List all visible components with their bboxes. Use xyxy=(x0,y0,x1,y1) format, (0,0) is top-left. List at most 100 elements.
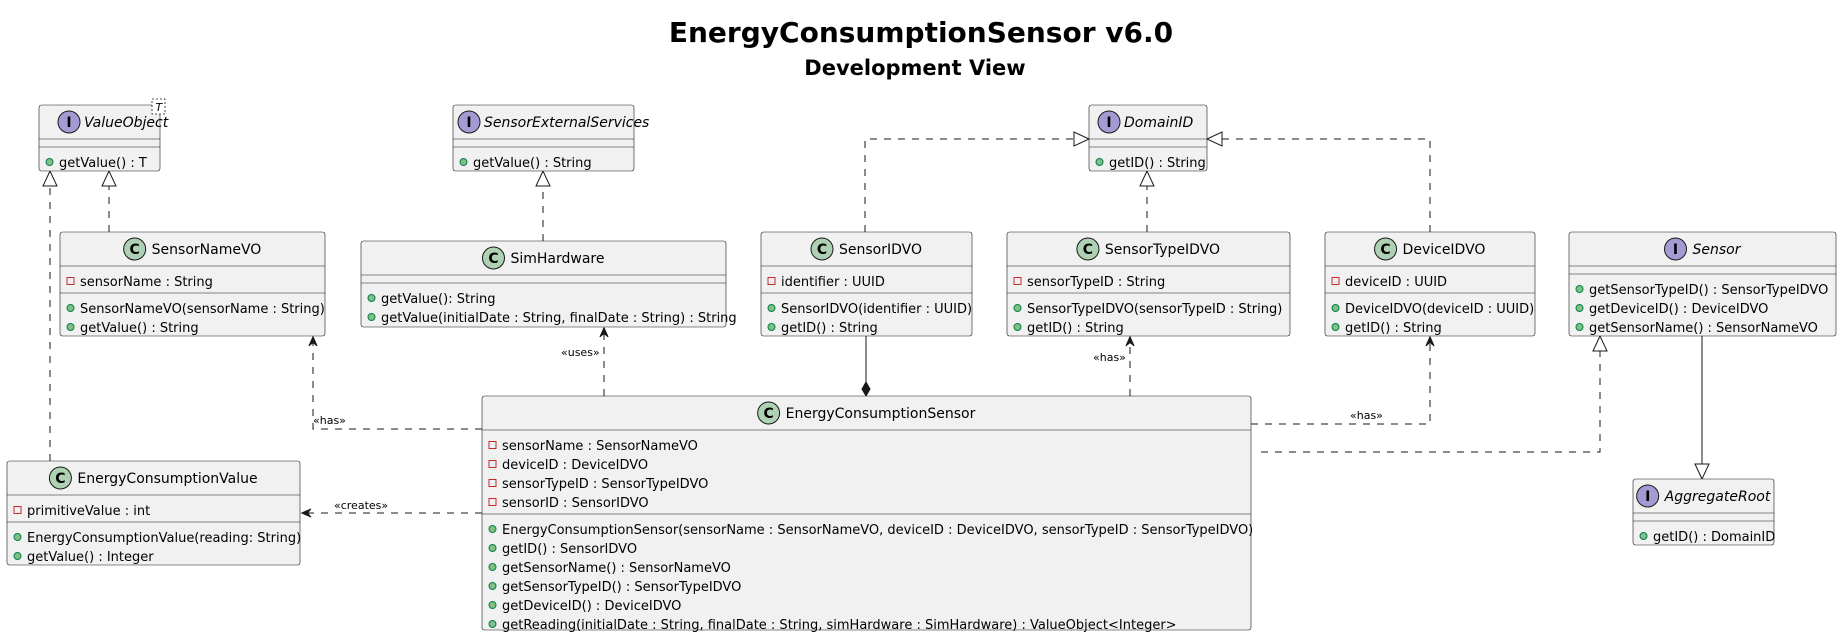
class-badge-icon xyxy=(757,401,781,425)
public-icon xyxy=(488,544,497,552)
badge-letter: C xyxy=(55,471,65,487)
class-member: getValue() : String xyxy=(473,156,592,171)
class-box xyxy=(481,395,1252,631)
public-icon xyxy=(459,158,468,166)
class-name: SimHardware xyxy=(510,251,604,267)
interface-badge-icon xyxy=(457,110,481,134)
dependency-arrowhead xyxy=(599,327,609,338)
class-member: getID() : String xyxy=(1109,156,1206,171)
class-box xyxy=(452,104,635,172)
public-icon xyxy=(1639,532,1648,540)
class-member: identifier : UUID xyxy=(781,275,885,290)
relation-label-has: «has» xyxy=(1093,351,1126,364)
interface-badge-icon xyxy=(57,110,81,134)
private-icon xyxy=(488,441,497,449)
class-member: SensorTypeIDVO(sensorTypeID : String) xyxy=(1027,302,1282,317)
public-icon xyxy=(1095,158,1104,166)
dependency-arrowhead xyxy=(1425,336,1435,347)
dependency-arrowhead xyxy=(301,508,312,518)
public-icon xyxy=(45,158,54,166)
class-member: getDeviceID() : DeviceIDVO xyxy=(502,599,681,614)
realization-arrowhead xyxy=(42,169,58,187)
relation-label-uses: «uses» xyxy=(561,346,600,359)
interface-badge-icon xyxy=(1664,237,1687,261)
class-member: SensorIDVO(identifier : UUID) xyxy=(781,302,972,317)
class-name: SensorIDVO xyxy=(839,242,922,258)
dependency-arrowhead xyxy=(308,336,318,347)
class-member: sensorID : SensorIDVO xyxy=(502,496,649,511)
composition-diamond-icon xyxy=(861,380,871,398)
class-name: DeviceIDVO xyxy=(1403,242,1486,258)
class-member: getSensorTypeID() : SensorTypeIDVO xyxy=(1589,283,1828,298)
diagram-title: EnergyConsumptionSensor v6.0 xyxy=(669,16,1173,49)
public-icon xyxy=(1013,304,1022,312)
class-member: getValue() : T xyxy=(59,156,147,171)
class-name: SensorExternalServices xyxy=(484,115,649,131)
class-member: deviceID : DeviceIDVO xyxy=(502,458,648,473)
public-icon xyxy=(767,323,776,331)
public-icon xyxy=(1575,285,1584,293)
badge-letter: I xyxy=(1673,242,1678,258)
class-member: getSensorTypeID() : SensorTypeIDVO xyxy=(502,580,741,595)
private-icon xyxy=(1331,277,1340,285)
class-name: EnergyConsumptionSensor xyxy=(786,406,976,422)
class-member: getDeviceID() : DeviceIDVO xyxy=(1589,302,1768,317)
generic-param: T xyxy=(156,101,164,114)
public-icon xyxy=(367,294,376,302)
private-icon xyxy=(488,479,497,487)
badge-letter: I xyxy=(1645,489,1650,505)
badge-letter: C xyxy=(1380,242,1390,258)
private-icon xyxy=(1013,277,1022,285)
private-icon xyxy=(488,498,497,506)
badge-letter: I xyxy=(66,115,71,131)
relationship-labels: «has»«uses»«has»«has»«creates» xyxy=(313,346,1383,512)
public-icon xyxy=(66,323,75,331)
private-icon xyxy=(13,506,22,514)
class-badge-icon xyxy=(123,237,147,261)
class-badge-icon xyxy=(1374,237,1398,261)
badge-letter: I xyxy=(466,115,471,131)
class-member: getID() : SensorIDVO xyxy=(502,542,637,557)
class-member: sensorTypeID : String xyxy=(1027,275,1165,290)
public-icon xyxy=(13,533,22,541)
class-member: DeviceIDVO(deviceID : UUID) xyxy=(1345,302,1534,317)
public-icon xyxy=(1575,304,1584,312)
dependency-edge xyxy=(1251,339,1431,425)
badge-letter: C xyxy=(130,242,140,258)
class-name: ValueObject xyxy=(84,115,169,131)
realization-edge xyxy=(864,138,1074,232)
class-badge-icon xyxy=(481,246,505,270)
class-member: getSensorName() : SensorNameVO xyxy=(1589,321,1818,336)
badge-letter: C xyxy=(763,406,773,422)
class-box xyxy=(1006,231,1291,337)
realization-arrowhead xyxy=(1139,169,1155,187)
class-name: Sensor xyxy=(1693,242,1742,258)
public-icon xyxy=(1331,304,1340,312)
diagram-subtitle: Development View xyxy=(804,56,1025,80)
class-member: getReading(initialDate : String, finalDa… xyxy=(502,618,1177,633)
class-member: getValue(initialDate : String, finalDate… xyxy=(381,311,737,326)
public-icon xyxy=(488,582,497,590)
realization-arrowhead xyxy=(1205,131,1223,147)
class-badge-icon xyxy=(48,466,72,490)
class-box xyxy=(1324,231,1536,337)
realization-arrowhead xyxy=(1592,334,1608,352)
class-member: primitiveValue : int xyxy=(27,504,150,519)
dependency-edge xyxy=(312,339,482,430)
public-icon xyxy=(66,304,75,312)
class-box xyxy=(360,240,727,328)
class-name: EnergyConsumptionValue xyxy=(77,471,257,487)
